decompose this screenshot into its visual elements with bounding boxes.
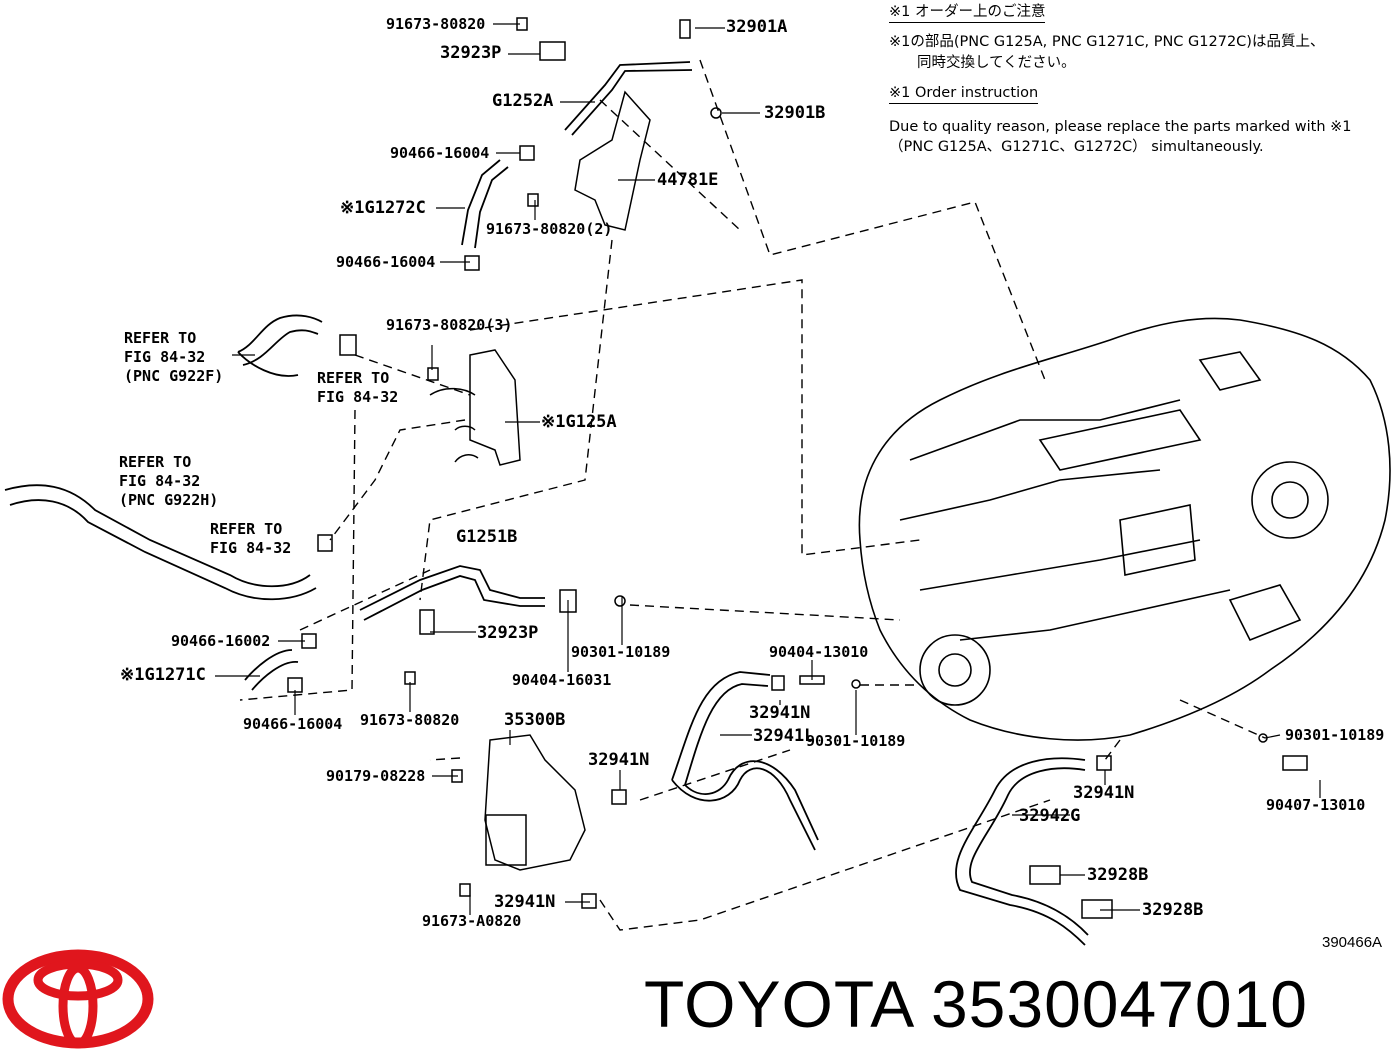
hoses-and-pipes (4, 61, 1089, 946)
note-jp-title: ※1 オーダー上のご注意 (889, 5, 1046, 23)
part-label: 91673-80820(3) (386, 316, 513, 334)
note-en-title: ※1 Order instruction (889, 86, 1039, 104)
part-label: 32941L (753, 726, 815, 746)
note-jp-line1: ※1の部品(PNC G125A, PNC G1271C, PNC G1272C)… (889, 34, 1325, 50)
part-label: 90407-13010 (1266, 796, 1366, 814)
part-label: 35300B (504, 710, 566, 730)
part-label: 91673-A0820 (422, 912, 522, 930)
refer-note: REFER TO FIG 84-32 (210, 520, 292, 557)
part-label: 32901B (764, 103, 826, 123)
part-label: 90466-16002 (171, 632, 271, 650)
part-label: 32901A (726, 17, 788, 37)
part-label: 91673-80820 (360, 711, 460, 729)
part-label: ※1G1271C (120, 665, 206, 685)
part-label: 90179-08228 (326, 767, 426, 785)
part-label: 32941N (1073, 783, 1135, 803)
part-label: 32942G (1019, 806, 1081, 826)
dashed-reference-lines (239, 59, 1266, 931)
note-en-line2: （PNC G125A、G1271C、G1272C） simultaneously… (889, 139, 1264, 155)
part-label: 90466-16004 (336, 253, 436, 271)
part-label: 91673-80820(2) (486, 220, 613, 238)
part-label: G1251B (456, 527, 518, 547)
transmission-assembly (858, 317, 1391, 741)
refer-note: REFER TO FIG 84-32 (PNC G922H) (119, 453, 219, 509)
refer-note: REFER TO FIG 84-32 (PNC G922F) (124, 329, 224, 385)
diagram-code: 390466A (1322, 934, 1383, 951)
part-label: 90301-10189 (806, 732, 906, 750)
small-fittings (287, 17, 1308, 919)
refer-note: REFER TO FIG 84-32 (317, 369, 399, 406)
part-label: G1252A (492, 91, 554, 111)
toyota-logo-icon (2, 949, 154, 1049)
part-label: 32923P (477, 623, 539, 643)
part-label: 90301-10189 (571, 643, 671, 661)
part-label: 91673-80820 (386, 15, 486, 33)
part-label: ※1G1272C (340, 198, 426, 218)
part-label: 90404-16031 (512, 671, 612, 689)
part-label: 32941N (494, 892, 556, 912)
part-label: 90404-13010 (769, 643, 869, 661)
part-label: 32923P (440, 43, 502, 63)
part-label: 32928B (1142, 900, 1204, 920)
part-label: 32941N (588, 750, 650, 770)
note-en-line1: Due to quality reason, please replace th… (889, 119, 1352, 135)
part-label: 90466-16004 (390, 144, 490, 162)
part-label: 32928B (1087, 865, 1149, 885)
part-label: ※1G125A (541, 412, 617, 432)
part-label: 90301-10189 (1285, 726, 1385, 744)
note-jp-line2: 同時交換してください。 (917, 55, 1076, 71)
part-label: 90466-16004 (243, 715, 343, 733)
part-label: 44781E (657, 170, 719, 190)
footer-brand-text: TOYOTA 3530047010 (644, 967, 1309, 1041)
part-label: 32941N (749, 703, 811, 723)
